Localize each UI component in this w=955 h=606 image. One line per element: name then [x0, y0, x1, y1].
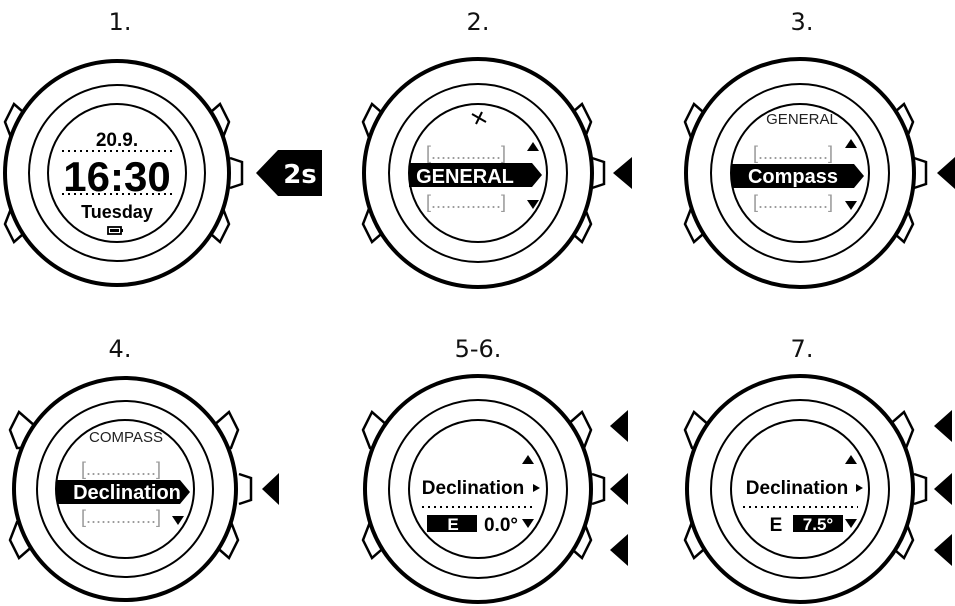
scroll-up-icon: [527, 142, 539, 151]
setting-title: Declination: [422, 478, 524, 499]
step-label-1: 1.: [108, 8, 132, 36]
value-field-selected[interactable]: [793, 515, 843, 532]
watch-step-2: [..............] GENERAL [..............…: [361, 57, 632, 289]
scroll-up-icon: [845, 139, 857, 148]
enter-arrow-icon: [856, 484, 863, 492]
battery-icon: [107, 226, 123, 235]
press-hint-arrow: [613, 157, 632, 189]
step-label-4: 4.: [108, 335, 132, 363]
press-hint-arrow-bottom: [610, 534, 628, 566]
direction-field-selected[interactable]: [427, 515, 477, 532]
wrench-screwdriver-icon: [471, 111, 487, 125]
menu-placeholder-below: [..............]: [753, 192, 833, 212]
middle-right-button[interactable]: [229, 156, 244, 190]
step-label-3: 3.: [790, 8, 814, 36]
menu-item-declination[interactable]: Declination: [73, 482, 181, 504]
press-hint-2s: 2s: [256, 150, 322, 196]
enter-arrow-icon: [533, 484, 540, 492]
declination-value[interactable]: 0.0°: [484, 515, 518, 536]
declination-value: 7.5°: [803, 515, 834, 534]
press-hint-arrow-middle: [610, 473, 628, 505]
menu-placeholder-above: [..............]: [753, 143, 833, 163]
scroll-down-icon: [845, 519, 857, 528]
menu-placeholder-above: [..............]: [81, 459, 161, 479]
menu-header: COMPASS: [89, 429, 163, 446]
date-text: 20.9.: [96, 130, 138, 151]
menu-item-general[interactable]: GENERAL: [416, 166, 514, 188]
menu-item-compass[interactable]: Compass: [748, 166, 838, 188]
menu-placeholder-above: [..............]: [426, 143, 506, 163]
svg-text:2s: 2s: [283, 160, 317, 190]
highlight-bar: [732, 164, 864, 188]
watch-step-1: 20.9. 16:30 Tuesday 2s: [3, 59, 322, 287]
press-hint-arrow: [937, 157, 955, 189]
press-hint-arrow-top: [610, 410, 628, 442]
middle-right-button[interactable]: [913, 472, 928, 506]
highlight-bar: [409, 163, 542, 187]
watch-step-5-6: Declination E 0.0°: [361, 374, 628, 604]
menu-placeholder-below: [..............]: [81, 507, 161, 527]
step-label-2: 2.: [466, 8, 490, 36]
watch-body: [3, 59, 244, 287]
setting-title: Declination: [746, 478, 848, 499]
scroll-up-icon: [522, 455, 534, 464]
middle-right-button[interactable]: [238, 472, 253, 506]
scroll-down-icon: [527, 200, 539, 209]
watch-step-4: COMPASS [..............] Declination [..…: [8, 376, 279, 602]
scroll-down-icon: [172, 516, 184, 525]
direction-value: E: [447, 515, 458, 534]
day-text: Tuesday: [81, 202, 153, 222]
press-hint-arrow-top: [934, 410, 952, 442]
press-hint-arrow-bottom: [934, 534, 952, 566]
menu-placeholder-below: [..............]: [426, 192, 506, 212]
scroll-up-icon: [845, 455, 857, 464]
middle-right-button[interactable]: [591, 472, 606, 506]
scroll-down-icon: [522, 519, 534, 528]
time-text: 16:30: [63, 153, 170, 200]
watch-step-7: Declination E 7.5°: [683, 374, 952, 604]
middle-right-button[interactable]: [591, 156, 606, 190]
menu-header: GENERAL: [766, 111, 838, 128]
press-hint-arrow: [262, 473, 279, 505]
step-label-5-6: 5-6.: [454, 335, 502, 363]
middle-right-button[interactable]: [913, 156, 928, 190]
step-label-7: 7.: [790, 335, 814, 363]
scroll-down-icon: [845, 201, 857, 210]
watch-step-3: GENERAL [..............] Compass [......…: [683, 57, 955, 289]
highlight-bar: [57, 480, 190, 504]
press-hint-arrow-middle: [934, 473, 952, 505]
direction-value[interactable]: E: [770, 515, 783, 536]
